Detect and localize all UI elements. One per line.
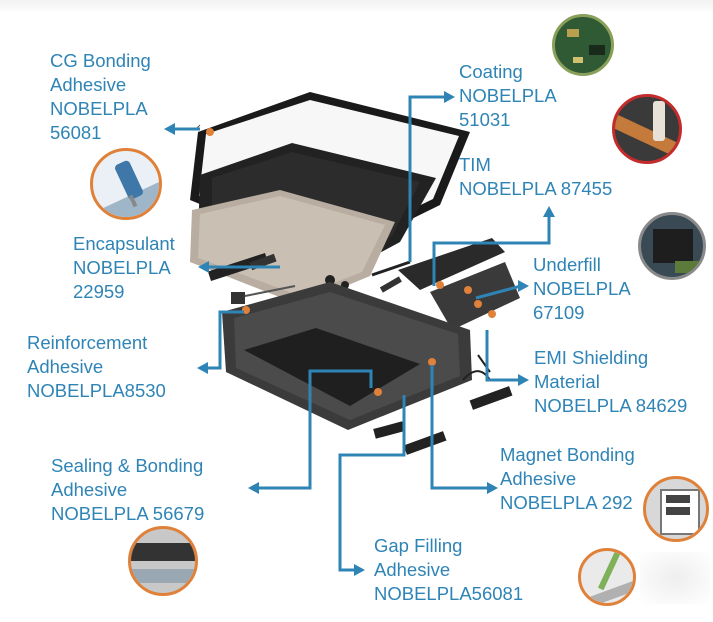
- callout-sealing-bonding: Sealing & Bonding Adhesive NOBELPLA 5667…: [51, 454, 204, 526]
- arrowhead-underfill: [518, 280, 529, 292]
- leader-emi: [485, 330, 521, 382]
- arrowhead-sealing: [248, 482, 259, 494]
- arrowhead-cg: [164, 123, 175, 135]
- callout-line: NOBELPLA: [50, 98, 148, 119]
- callout-line: Underfill: [533, 254, 601, 275]
- callout-line: Material: [534, 371, 600, 392]
- arrowheads: [164, 91, 555, 576]
- callout-gap-filling: Gap Filling Adhesive NOBELPLA56081: [374, 534, 523, 606]
- leader-underfill: [475, 284, 522, 300]
- callout-line: Adhesive: [50, 74, 127, 95]
- callout-line: CG Bonding: [50, 50, 151, 71]
- dark-chip-on-board-photo: [638, 212, 706, 280]
- callout-line: Adhesive: [500, 468, 577, 489]
- logic-board: [398, 238, 520, 330]
- callout-magnet-bonding: Magnet Bonding Adhesive NOBELPLA 292: [500, 443, 635, 515]
- syringe-tip-photo: [578, 548, 636, 606]
- callout-line: 51031: [459, 109, 511, 130]
- callout-tim: TIM NOBELPLA 87455: [459, 153, 612, 201]
- leader-reinforcement: [205, 310, 244, 370]
- callout-line: EMI Shielding: [534, 347, 649, 368]
- callout-line: TIM: [459, 154, 491, 175]
- arrowhead-coating: [444, 91, 455, 103]
- callout-line: NOBELPLA 292: [500, 492, 633, 513]
- gap-filling-casing-photo: [128, 526, 198, 596]
- callout-line: Reinforcement: [27, 332, 148, 353]
- leader-tim: [432, 214, 551, 286]
- callout-line: Encapsulant: [73, 233, 175, 254]
- callout-line: Coating: [459, 61, 523, 82]
- callout-line: NOBELPLA 56679: [51, 503, 205, 524]
- callout-underfill: Underfill NOBELPLA 67109: [533, 253, 631, 325]
- callout-line: Adhesive: [374, 559, 451, 580]
- callout-line: NOBELPLA: [533, 278, 631, 299]
- callout-reinforcement: Reinforcement Adhesive NOBELPLA8530: [27, 331, 166, 403]
- callout-line: 56081: [50, 122, 102, 143]
- callout-line: Gap Filling: [374, 535, 463, 556]
- callout-line: NOBELPLA 84629: [534, 395, 688, 416]
- leader-coating: [408, 95, 447, 262]
- arrowhead-magnet: [487, 482, 498, 494]
- soft-shadow-patch: [640, 552, 710, 604]
- callout-line: Sealing & Bonding: [51, 455, 204, 476]
- callout-emi-shielding: EMI Shielding Material NOBELPLA 84629: [534, 346, 687, 418]
- dispensing-needle-photo: [90, 148, 162, 220]
- speakers-and-cables: [373, 354, 513, 455]
- leader-lines: [173, 95, 551, 572]
- callout-line: Adhesive: [27, 356, 104, 377]
- backlight-sheet: [190, 190, 395, 305]
- top-edge-fade: [0, 0, 713, 14]
- leader-sealing: [256, 369, 373, 490]
- arrowhead-reinforcement: [197, 362, 208, 374]
- callout-line: 67109: [533, 302, 585, 323]
- callout-line: NOBELPLA 87455: [459, 178, 613, 199]
- callout-encapsulant: Encapsulant NOBELPLA 22959: [73, 232, 175, 304]
- arrowhead-tim: [543, 206, 555, 217]
- green-circuit-board-photo: [552, 14, 614, 76]
- arrowhead-encapsulant: [198, 261, 209, 273]
- arrowhead-emi: [518, 374, 529, 386]
- callout-line: NOBELPLA8530: [27, 380, 166, 401]
- callout-line: Magnet Bonding: [500, 444, 635, 465]
- callout-line: 22959: [73, 281, 125, 302]
- arrowhead-gap: [354, 564, 365, 576]
- magnet-bonding-component-photo: [643, 476, 709, 542]
- callout-coating: Coating NOBELPLA 51031: [459, 60, 557, 132]
- callout-line: NOBELPLA56081: [374, 583, 524, 604]
- callout-cg-bonding: CG Bonding Adhesive NOBELPLA 56081: [50, 49, 151, 145]
- callout-line: NOBELPLA: [73, 257, 171, 278]
- rear-housing: [206, 128, 472, 430]
- red-coating-applicator-photo: [612, 94, 682, 164]
- callout-line: Adhesive: [51, 479, 128, 500]
- callout-line: NOBELPLA: [459, 85, 557, 106]
- leader-magnet: [430, 365, 490, 490]
- leader-gap: [338, 395, 406, 572]
